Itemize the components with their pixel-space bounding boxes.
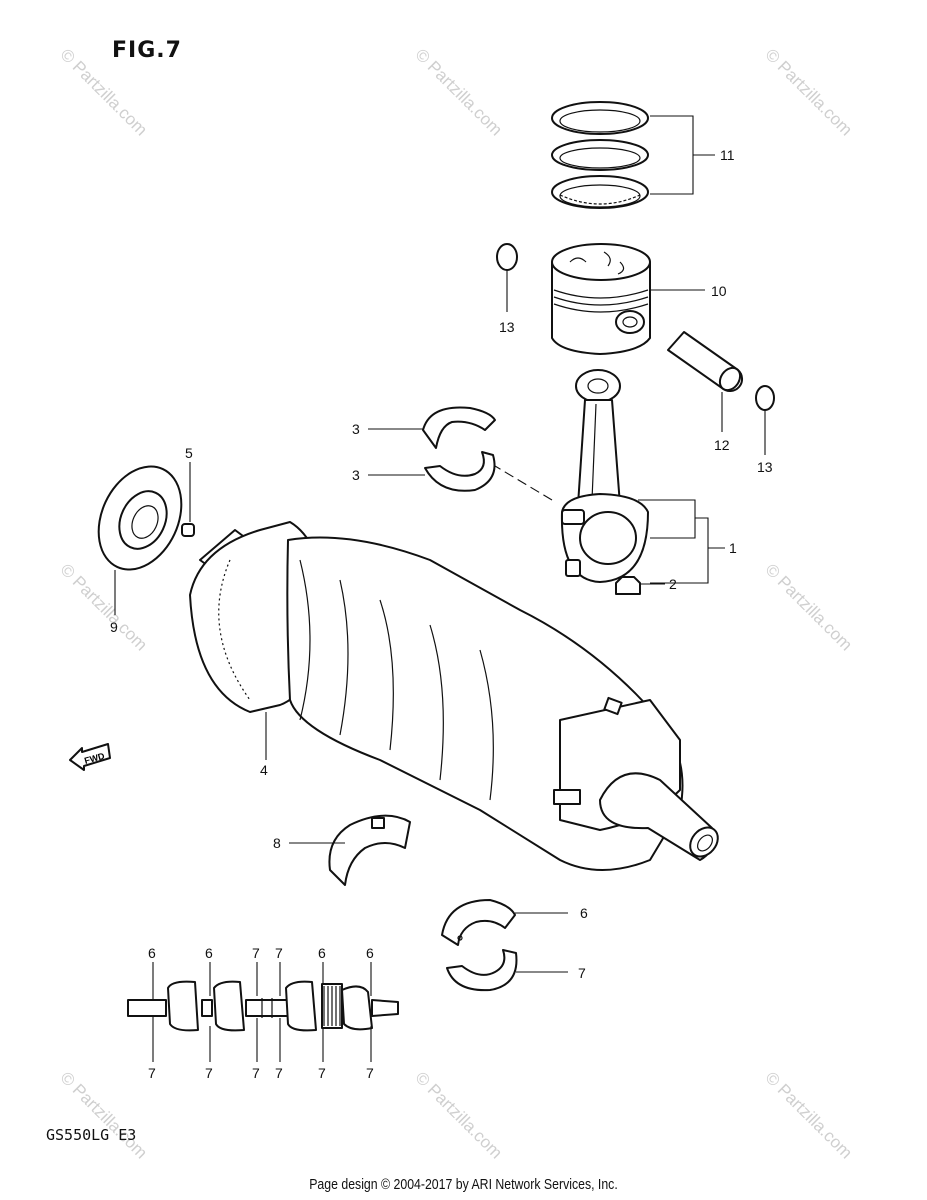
callout-8: 8 [273, 835, 281, 851]
crankshaft-bearing-lower[interactable] [446, 949, 518, 992]
mini-bottom-label: 7 [252, 1065, 260, 1081]
forward-arrow-icon: FWD [69, 743, 111, 771]
mini-top-label: 6 [366, 945, 374, 961]
callout-6: 6 [580, 905, 588, 921]
bearing-location-diagram [127, 980, 399, 1032]
callout-7: 7 [578, 965, 586, 981]
page-footer: Page design © 2004-2017 by ARI Network S… [309, 1176, 618, 1193]
mini-bottom-label: 7 [318, 1065, 326, 1081]
figure-title: FIG.7 [112, 38, 182, 63]
mini-bottom-label: 7 [366, 1065, 374, 1081]
callout-13: 13 [757, 459, 773, 475]
callout-5: 5 [185, 445, 193, 461]
callout-9: 9 [110, 619, 118, 635]
mini-top-label: 7 [252, 945, 260, 961]
crankshaft[interactable] [189, 521, 723, 871]
callout-10: 10 [711, 283, 727, 299]
mini-top-label: 6 [318, 945, 326, 961]
model-code: GS550LG E3 [46, 1126, 137, 1144]
piston-pin-circlip-right[interactable] [755, 385, 775, 411]
callout-11: 11 [720, 147, 735, 163]
piston-pin-circlip-left[interactable] [496, 243, 518, 271]
conrod-bearing-upper[interactable] [422, 406, 496, 449]
oil-seal[interactable] [83, 453, 198, 583]
mini-bottom-label: 7 [148, 1065, 156, 1081]
thrust-bearing[interactable] [328, 814, 411, 886]
piston-rings[interactable] [551, 101, 649, 209]
callout-2: 2 [669, 576, 677, 592]
callout-3: 3 [352, 421, 360, 437]
mini-top-label: 7 [275, 945, 283, 961]
connecting-rod[interactable] [560, 369, 649, 583]
callout-1: 1 [729, 540, 737, 556]
mini-bottom-label: 7 [205, 1065, 213, 1081]
dowel-pin[interactable] [181, 523, 195, 537]
conrod-bearing-lower[interactable] [424, 451, 496, 492]
mini-top-label: 6 [205, 945, 213, 961]
mini-bottom-label: 7 [275, 1065, 283, 1081]
mini-top-label: 6 [148, 945, 156, 961]
callout-13: 13 [499, 319, 515, 335]
connecting-rod-nut[interactable] [615, 576, 641, 595]
piston[interactable] [551, 243, 651, 355]
piston-pin[interactable] [667, 331, 744, 394]
callout-12: 12 [714, 437, 730, 453]
callout-3: 3 [352, 467, 360, 483]
callout-4: 4 [260, 762, 268, 778]
crankshaft-bearing-upper[interactable] [441, 899, 516, 946]
